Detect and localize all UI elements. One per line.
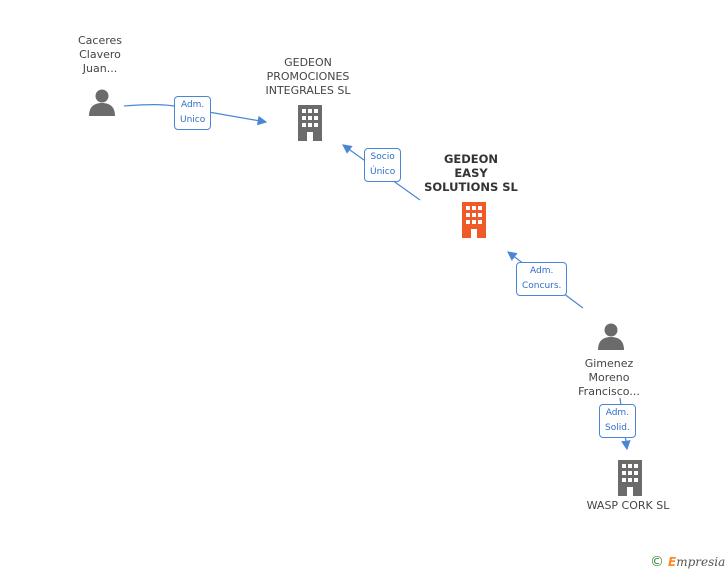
edge-label-adm-solid[interactable]: Adm. Solid. <box>599 404 636 438</box>
node-label-gimenez: Gimenez Moreno Francisco... <box>578 357 640 398</box>
node-label-gedeon-easy: GEDEON EASY SOLUTIONS SL <box>424 152 518 194</box>
building-icon[interactable] <box>614 460 646 496</box>
edge-label-socio-unico[interactable]: Socio Único <box>364 148 402 182</box>
building-icon-highlighted[interactable] <box>458 202 490 238</box>
edge-label-adm-unico[interactable]: Adm. Unico <box>174 96 212 130</box>
brand-name: mpresia <box>676 555 726 569</box>
brand-watermark: © Empresia <box>650 554 725 570</box>
person-icon[interactable] <box>596 321 626 351</box>
building-icon[interactable] <box>294 105 326 141</box>
brand-e: E <box>668 555 677 569</box>
person-icon[interactable] <box>87 87 117 117</box>
node-label-wasp-cork: WASP CORK SL <box>586 499 670 512</box>
node-label-gedeon-promociones: GEDEON PROMOCIONES INTEGRALES SL <box>265 56 351 97</box>
edge-label-adm-concurs[interactable]: Adm. Concurs. <box>516 262 568 296</box>
node-label-caceres: Caceres Clavero Juan... <box>77 34 123 75</box>
copyright-icon: © <box>650 554 664 570</box>
